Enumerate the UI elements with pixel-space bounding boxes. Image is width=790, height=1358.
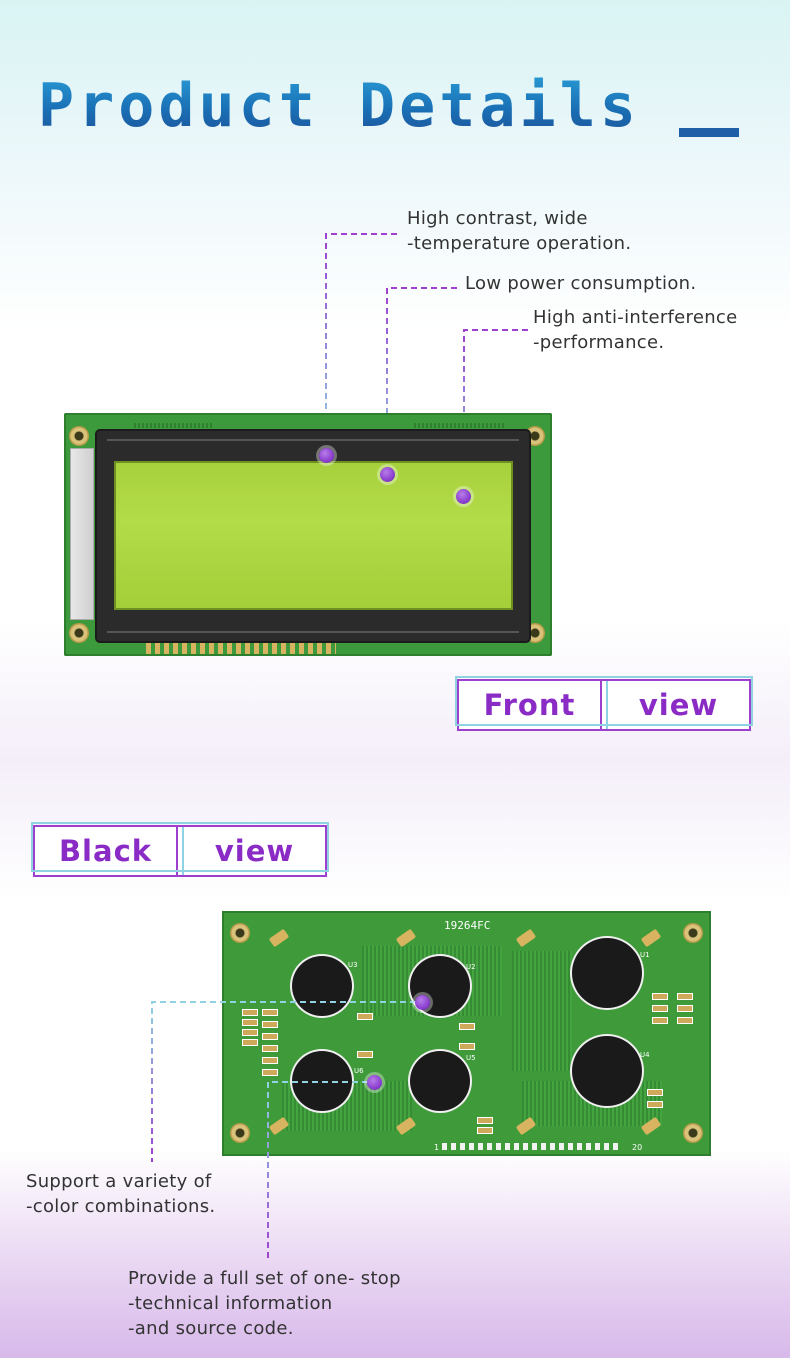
chip-label: U2 [466, 963, 476, 971]
mount-hole [683, 923, 703, 943]
callout-line-1 [325, 233, 397, 455]
mount-hole [230, 923, 250, 943]
side-connector [70, 448, 94, 620]
mount-hole [525, 426, 545, 446]
pcb-traces [134, 423, 214, 428]
feature-text: -temperature operation. [407, 233, 632, 254]
chip-label: U6 [354, 1067, 364, 1075]
front-view-label: Front view [455, 676, 753, 731]
lcd-screen [114, 461, 513, 610]
feature-text: High contrast, wide [407, 208, 588, 229]
label-word: view [638, 688, 719, 722]
callout-line-5 [267, 1081, 368, 1262]
mount-hole [69, 623, 89, 643]
feature-text: Provide a full set of one- stop [128, 1268, 401, 1289]
label-word: view [214, 834, 295, 868]
header-pins [442, 1143, 622, 1150]
callout-line-2 [386, 287, 457, 474]
chip-label: U4 [640, 1051, 650, 1059]
feature-text: -performance. [533, 332, 665, 353]
marker-dot [319, 448, 334, 463]
feature-text: Low power consumption. [465, 273, 697, 294]
pcb-traces [414, 423, 504, 428]
marker-dot [456, 489, 471, 504]
mount-hole [525, 623, 545, 643]
callout-line-4 [151, 1001, 416, 1162]
feature-note-contrast: High contrast, wide -temperature operati… [407, 206, 631, 256]
marker-dot [415, 995, 430, 1010]
feature-text: Support a variety of [26, 1171, 212, 1192]
pin-label-end: 20 [632, 1143, 643, 1152]
chip-u1 [572, 938, 642, 1008]
chip-u4 [572, 1036, 642, 1106]
pin-label-start: 1 [434, 1143, 440, 1152]
feature-note-interference: High anti-interference -performance. [533, 305, 738, 355]
mount-hole [69, 426, 89, 446]
chip-u3 [292, 956, 352, 1016]
feature-note-power: Low power consumption. [465, 271, 696, 296]
chip-label: U1 [640, 951, 650, 959]
marker-dot [380, 467, 395, 482]
mount-hole [683, 1123, 703, 1143]
label-word: Black [58, 834, 153, 868]
title-accent-bar [679, 128, 739, 137]
page-title: Product Details [38, 71, 640, 141]
lcd-module-front [64, 413, 552, 656]
feature-text: -technical information [128, 1293, 333, 1314]
header-pins [146, 643, 336, 654]
chip-u5 [410, 1051, 470, 1111]
feature-text: High anti-interference [533, 307, 738, 328]
lcd-module-back: 19264FC U3 U2 U1 U6 U5 U4 1 20 [222, 911, 711, 1156]
chip-label: U3 [348, 961, 358, 969]
feature-text: -color combinations. [26, 1196, 216, 1217]
board-model-label: 19264FC [444, 919, 491, 932]
feature-text: -and source code. [128, 1318, 294, 1339]
feature-note-support: Provide a full set of one- stop -technic… [128, 1266, 401, 1341]
mount-hole [230, 1123, 250, 1143]
marker-dot [367, 1075, 382, 1090]
feature-note-colors: Support a variety of -color combinations… [26, 1169, 215, 1219]
label-word: Front [483, 688, 576, 722]
chip-label: U5 [466, 1054, 476, 1062]
